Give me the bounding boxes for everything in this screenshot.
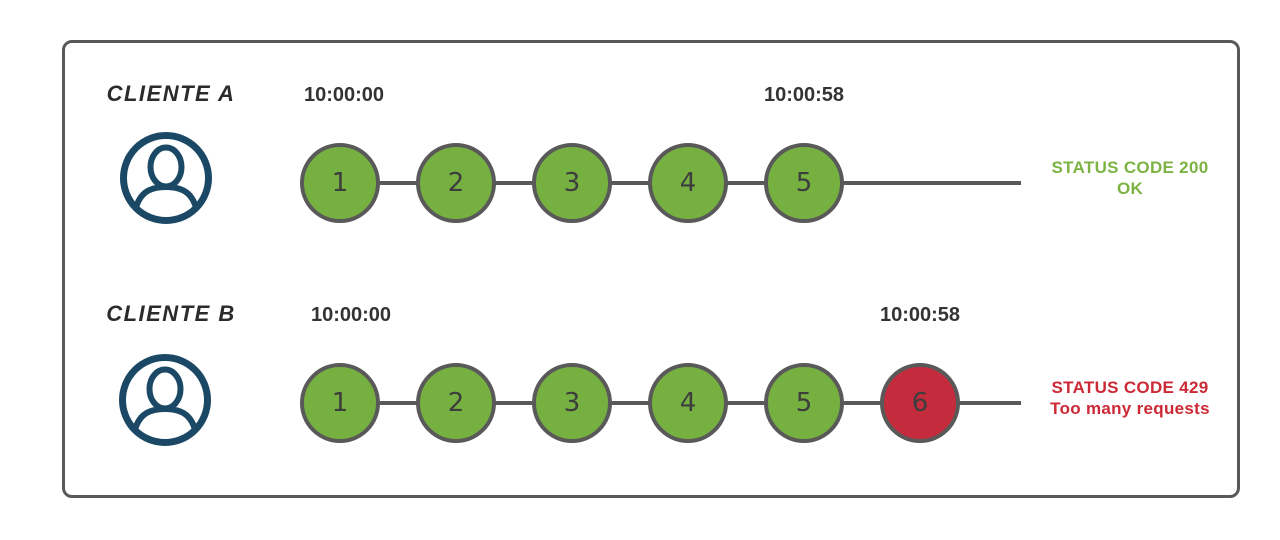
request-circle: 4 <box>648 363 728 443</box>
request-circle: 1 <box>300 143 380 223</box>
row-b-status: STATUS CODE 429 Too many requests <box>1024 377 1236 419</box>
status-code-line: STATUS CODE 429 <box>1051 378 1209 397</box>
request-circle: 1 <box>300 363 380 443</box>
status-code-line: STATUS CODE 200 <box>1051 158 1209 177</box>
user-avatar-icon <box>117 352 213 448</box>
client-b-label: CLIENTE B <box>106 301 236 326</box>
person-icon <box>119 354 211 446</box>
row-a-start-time: 10:00:00 <box>303 84 385 106</box>
row-a-status: STATUS CODE 200 OK <box>1024 157 1236 199</box>
request-circle-error: 6 <box>880 363 960 443</box>
request-circle: 5 <box>764 363 844 443</box>
row-b-end-time: 10:00:58 <box>879 304 961 326</box>
request-circle: 2 <box>416 143 496 223</box>
client-a-label: CLIENTE A <box>106 81 236 106</box>
status-message-line: OK <box>1116 179 1144 198</box>
request-circle: 4 <box>648 143 728 223</box>
person-icon <box>120 132 212 224</box>
user-avatar-icon <box>118 130 214 226</box>
diagram-frame <box>62 40 1240 498</box>
request-circle: 2 <box>416 363 496 443</box>
status-message-line: Too many requests <box>1050 399 1210 418</box>
row-b-start-time: 10:00:00 <box>310 304 392 326</box>
row-a-end-time: 10:00:58 <box>763 84 845 106</box>
request-circle: 3 <box>532 143 612 223</box>
request-circle: 5 <box>764 143 844 223</box>
request-circle: 3 <box>532 363 612 443</box>
